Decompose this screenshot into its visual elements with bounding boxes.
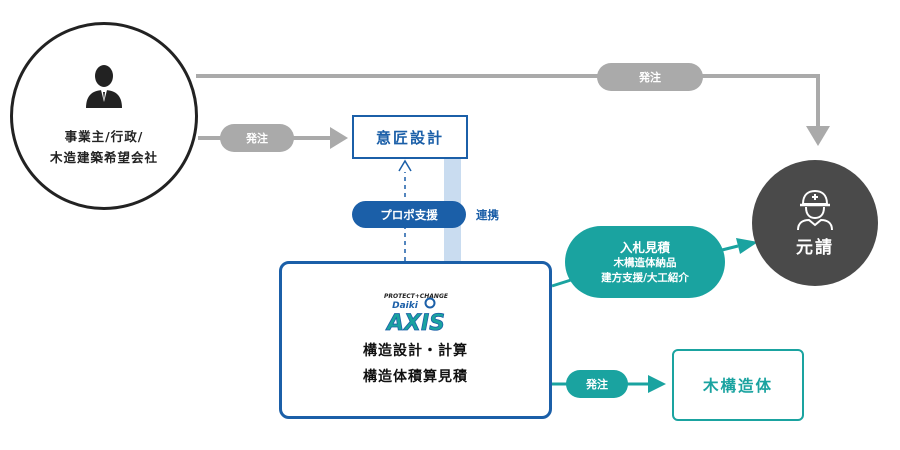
logo-tagline: PROTECT+CHANGE: [384, 293, 449, 300]
bid-estimate-line1: 木構造体納品: [613, 256, 677, 269]
wood-structure-label: 木構造体: [702, 377, 773, 395]
client-label-line1: 事業主/行政/: [64, 129, 144, 144]
order-arrowhead-design: [330, 127, 348, 149]
bid-arrowhead: [736, 238, 758, 254]
daiki-axis-box: PROTECT+CHANGE Daiki AXIS 構造設計・計算 構造体積算見…: [279, 261, 552, 419]
daiki-axis-logo: PROTECT+CHANGE Daiki AXIS: [361, 290, 471, 334]
order-pill-wood: 発注: [566, 370, 628, 398]
bid-estimate-pill: 入札見積 木構造体納品 建方支援/大工紹介: [565, 226, 725, 298]
order-pill-design-label: 発注: [246, 132, 268, 145]
contractor-label: 元請: [796, 237, 834, 258]
wood-structure-box: 木構造体: [672, 349, 804, 421]
person-icon: [86, 65, 122, 108]
order-line-top: [196, 74, 820, 128]
wood-order-arrowhead: [648, 375, 666, 393]
order-pill-top-label: 発注: [639, 71, 661, 84]
client-label-line2: 木造建築希望会社: [49, 150, 158, 165]
daiki-axis-logo-graphic: PROTECT+CHANGE Daiki AXIS: [384, 293, 449, 334]
contractor-node: 元請: [752, 160, 878, 286]
logo-brand: Daiki: [392, 301, 419, 311]
proposal-support-label: プロポ支援: [380, 207, 438, 222]
order-pill-wood-label: 発注: [586, 378, 608, 391]
client-node: 事業主/行政/ 木造建築希望会社: [10, 22, 198, 210]
collaboration-label: 連携: [476, 208, 499, 222]
bid-estimate-title: 入札見積: [619, 239, 670, 255]
design-office-box: 意匠設計: [352, 115, 468, 159]
order-pill-design: 発注: [220, 124, 294, 152]
construction-worker-icon: [797, 189, 833, 230]
logo-ring: [424, 297, 435, 309]
main-box-line1: 構造設計・計算: [363, 343, 468, 359]
proposal-support-pill: プロポ支援: [352, 201, 466, 228]
design-office-label: 意匠設計: [375, 128, 444, 147]
order-pill-top: 発注: [597, 63, 703, 91]
bid-estimate-line2: 建方支援/大工紹介: [601, 271, 689, 284]
order-arrowhead-top: [806, 126, 830, 146]
proposal-arrowhead: [398, 159, 412, 172]
bid-line-right: [721, 244, 739, 252]
main-box-line2: 構造体積算見積: [363, 369, 468, 385]
logo-name: AXIS: [384, 311, 444, 334]
